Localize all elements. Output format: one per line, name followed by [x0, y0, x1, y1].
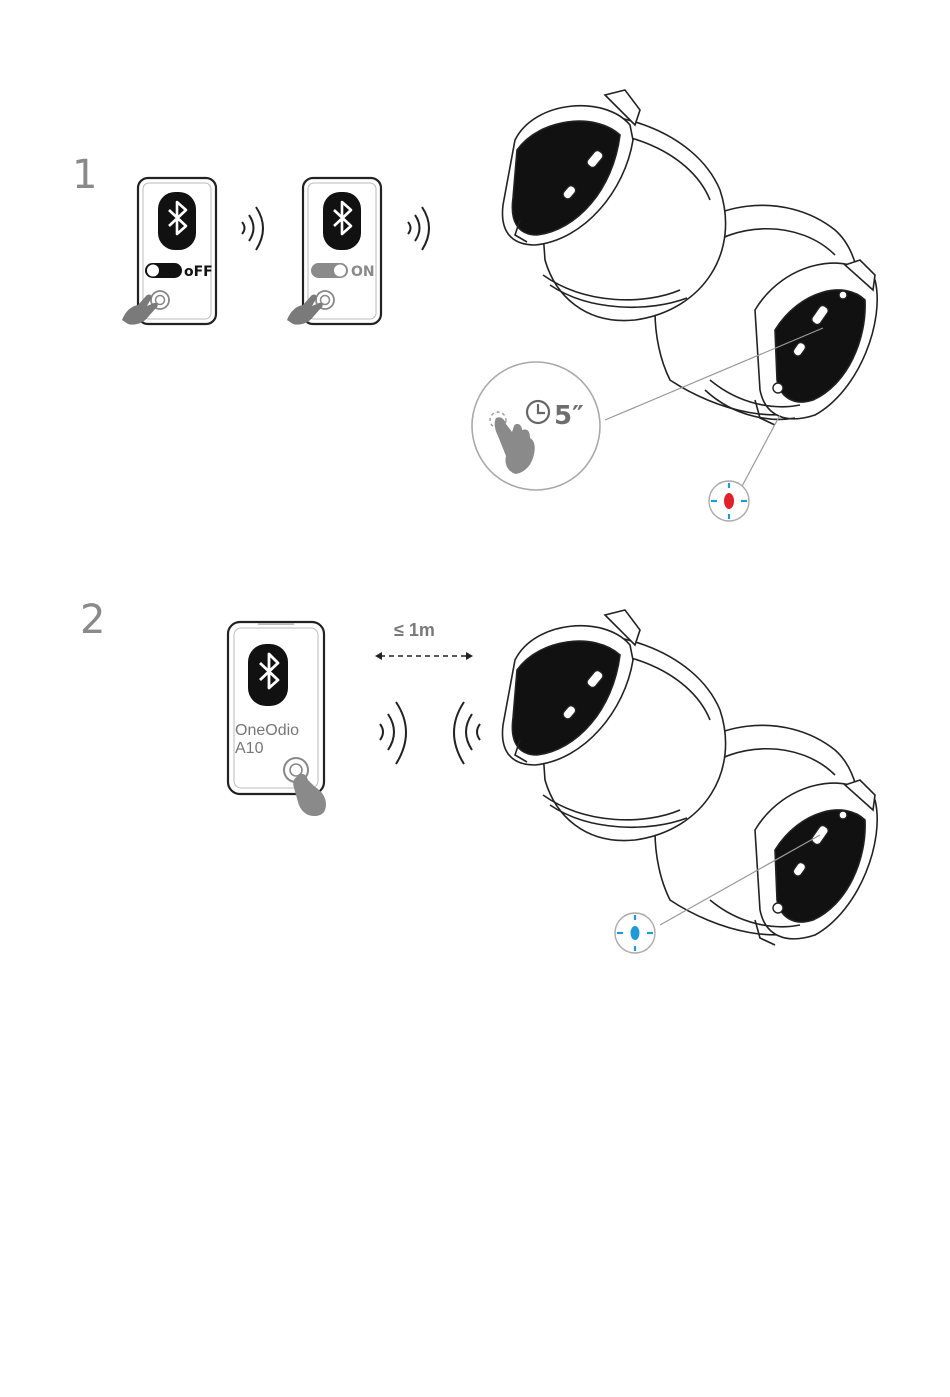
device-name-line2: A10	[235, 740, 263, 758]
signal-waves-icon	[376, 694, 418, 770]
distance-label: ≤ 1m	[394, 620, 435, 641]
headphones-illustration	[455, 600, 895, 960]
phone-device-list	[226, 618, 336, 820]
bluetooth-icon	[158, 192, 196, 250]
press-hold-zoom-callout: 5″	[468, 358, 606, 494]
step-2-number: 2	[80, 600, 105, 640]
phone-bluetooth-on: ON	[285, 172, 390, 332]
toggle-switch-on	[311, 263, 348, 278]
led-indicator-blue-blinking	[612, 910, 658, 956]
toggle-switch-off	[145, 263, 182, 278]
toggle-label-on: ON	[351, 264, 375, 280]
phone-bluetooth-off: oFF	[118, 172, 223, 332]
step-1-number: 1	[72, 155, 97, 195]
bluetooth-icon	[323, 192, 361, 250]
signal-waves-icon	[238, 200, 272, 256]
led-indicator-red-blinking	[706, 478, 752, 524]
device-name-line1: OneOdio	[235, 722, 299, 740]
signal-waves-icon	[404, 200, 438, 256]
toggle-label-off: oFF	[184, 264, 213, 280]
press-duration-label: 5″	[554, 401, 584, 431]
bluetooth-icon	[248, 644, 288, 706]
